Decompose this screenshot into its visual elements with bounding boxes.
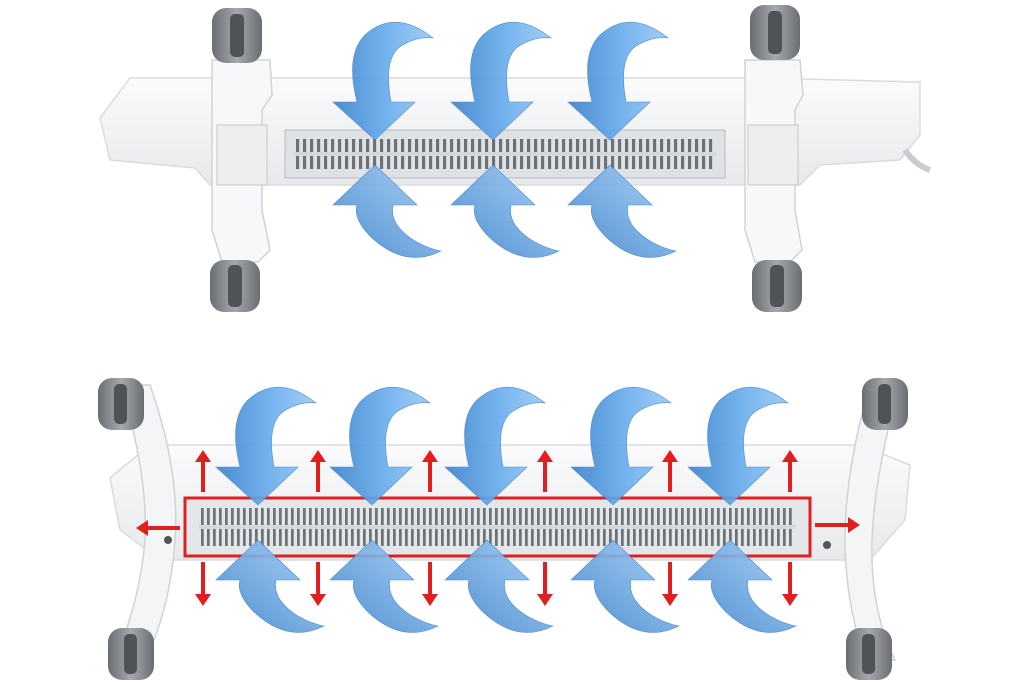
bottom-airflow-in-arrow-4 [570, 386, 673, 506]
top-right-lower-wheel [752, 260, 802, 312]
bottom-right-leg [844, 384, 902, 661]
heat-right-arrow-head [848, 517, 860, 533]
heat-up-arrow-5-head [662, 450, 678, 462]
heat-up-arrow-2-head [310, 450, 326, 462]
bottom-airflow-out-arrow-4 [570, 539, 680, 633]
top-airflow-in-arrow-2 [450, 21, 553, 141]
bottom-airflow-out-arrow-5 [687, 539, 797, 633]
top-power-cord [902, 148, 932, 173]
bottom-left-upper-wheel [98, 378, 144, 430]
top-airflow-arrows [332, 21, 677, 258]
bottom-airflow-out-arrow-2 [329, 539, 439, 633]
top-left-lower-wheel [210, 260, 260, 312]
bottom-airflow-out-arrow-3 [444, 539, 554, 633]
top-heater [99, 5, 932, 312]
heat-up-arrow-6-head [782, 450, 798, 462]
bottom-right-upper-wheel [862, 378, 908, 430]
top-left-bracket-plate [216, 124, 268, 186]
bottom-airflow-out-arrow-1 [215, 539, 325, 633]
top-airflow-out-arrow-1 [332, 164, 442, 258]
top-right-upper-wheel [750, 5, 800, 60]
heat-down-arrow-3-head [422, 594, 438, 606]
top-left-upper-wheel [212, 8, 262, 63]
top-grille [294, 139, 716, 169]
heat-down-arrow-5-head [662, 594, 678, 606]
bottom-grille [199, 508, 796, 546]
top-airflow-out-arrow-2 [450, 164, 560, 258]
left-screw [164, 536, 172, 544]
heat-radiation-arrows [136, 450, 860, 606]
heat-down-arrow-2-head [310, 594, 326, 606]
heat-up-arrow-4-head [537, 450, 553, 462]
heat-left-arrow-head [136, 520, 148, 536]
bottom-airflow-in-arrow-3 [444, 386, 547, 506]
top-airflow-in-arrow-1 [332, 21, 435, 141]
top-right-bracket-plate [747, 124, 799, 186]
bottom-right-lower-wheel [846, 628, 892, 680]
bottom-airflow-in-arrow-1 [215, 386, 318, 506]
heat-up-arrow-1-head [195, 450, 211, 462]
bottom-airflow-in-arrow-5 [687, 386, 790, 506]
bottom-heater [98, 378, 911, 680]
bottom-airflow-in-arrow-2 [329, 386, 432, 506]
heat-down-arrow-1-head [195, 594, 211, 606]
bottom-airflow-arrows [215, 386, 797, 633]
bottom-left-lower-wheel [108, 628, 154, 680]
heat-down-arrow-4-head [537, 594, 553, 606]
right-screw [823, 541, 831, 549]
top-airflow-out-arrow-3 [567, 164, 677, 258]
heat-down-arrow-6-head [782, 594, 798, 606]
top-airflow-in-arrow-3 [567, 21, 670, 141]
heat-up-arrow-3-head [422, 450, 438, 462]
